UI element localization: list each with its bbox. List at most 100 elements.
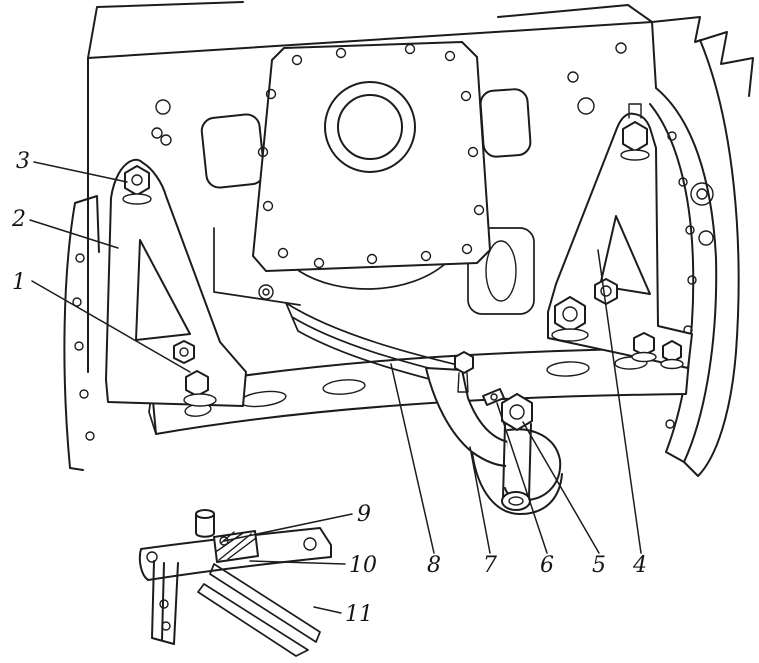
detail-bracket-hole (161, 621, 171, 631)
block-face-hole (160, 134, 172, 146)
flange-bolt-holes (257, 43, 485, 269)
housing-rim-hole (685, 225, 695, 235)
support-small-bolt (454, 351, 474, 374)
support-link-washer-center (490, 393, 498, 401)
flange-bolt-hole (366, 253, 378, 265)
support-pin-nut (501, 393, 533, 431)
support-small-bolt-shank (457, 372, 469, 393)
right-foot-washer-left (631, 351, 657, 363)
flange-bolt-hole (420, 250, 432, 262)
leader-line-8 (390, 363, 435, 554)
housing-boss-small (698, 230, 714, 246)
detail-clamp-assembly (138, 509, 332, 657)
support-arm-sweep-lines (285, 302, 467, 388)
center-support-assembly (425, 351, 563, 515)
leader-line-2 (29, 219, 119, 249)
housing-outer-edge (649, 87, 718, 463)
flange-bolt-hole (277, 247, 289, 259)
left-bracket-top-bolt-center (131, 174, 143, 186)
left-bracket-cutout (135, 239, 191, 341)
housing-boss (690, 182, 714, 206)
side-plate-hole (72, 297, 82, 307)
leader-line-9 (223, 513, 353, 542)
callout-11-label: 11 (345, 602, 373, 627)
flange-bolt-hole (257, 146, 269, 158)
leader-line-7 (469, 446, 491, 554)
bell-housing-bottom-curve (298, 263, 446, 290)
detail-plate-hole-right (303, 537, 317, 551)
right-bracket-cutout (599, 215, 651, 295)
left-bracket-foot-bolt-lower (185, 370, 209, 397)
detail-plate-hole-left (146, 551, 158, 563)
block-lower-opening (467, 227, 535, 315)
drawing (29, 1, 754, 657)
side-plate-hole (79, 389, 89, 399)
housing-rim-hole (665, 419, 675, 429)
right-foot-washer-right (660, 358, 684, 370)
right-bracket-top-bolt (622, 121, 648, 152)
housing-rim-hole (667, 131, 677, 141)
flange-bore-outer (324, 81, 416, 173)
leader-line-11 (313, 606, 342, 614)
right-bracket-top-bolt-shank (628, 103, 642, 119)
support-pin-nut-center (509, 404, 525, 420)
flange-bolt-hole (461, 243, 473, 255)
detail-bracket-hole (159, 599, 169, 609)
support-pin-bottom-center (508, 496, 524, 506)
housing-right-edge (683, 39, 740, 477)
flange-bolt-hole (473, 204, 485, 216)
center-flange-plate (252, 41, 491, 290)
callout-3-label: 3 (16, 149, 30, 174)
housing-broken-edge (651, 16, 754, 97)
leader-line-5 (522, 421, 600, 554)
flange-bolt-hole (265, 88, 277, 100)
left-bracket-foot-washer (183, 393, 217, 407)
opening-ellipse (485, 240, 517, 302)
right-foot-bolt-left (633, 332, 655, 356)
detail-wedge-hatching (216, 531, 257, 561)
left-bracket-top-washer (122, 193, 152, 205)
callout-10-label: 10 (349, 553, 377, 578)
flange-bolt-hole (291, 54, 303, 66)
callout-7-label: 7 (483, 553, 497, 578)
detail-wedge-bolt (219, 536, 229, 546)
leader-line-1 (31, 280, 191, 373)
leader-line-3 (33, 161, 128, 183)
right-bracket-second-bolt (594, 278, 618, 305)
block-face-hole (615, 42, 627, 54)
block-left-cutout (200, 113, 266, 189)
callout-5-label: 5 (592, 553, 606, 578)
support-arm-outline (425, 367, 509, 467)
flange-bolt-hole (444, 50, 456, 62)
flange-bolt-hole (313, 257, 325, 269)
flange-bolt-hole (467, 146, 479, 158)
detail-leaf-springs (197, 563, 321, 657)
flange-bolt-hole (404, 43, 416, 55)
block-face-hole (155, 99, 171, 115)
leader-line-10 (249, 560, 346, 565)
left-bracket-top-bolt (124, 165, 150, 196)
front-support-crossmember (148, 347, 691, 435)
ledge-boss (258, 284, 274, 300)
crossmember-slot (322, 379, 366, 395)
callout-1-label: 1 (12, 270, 26, 295)
flange-bore-inner (337, 94, 403, 160)
flange-bolt-hole (335, 47, 347, 59)
detail-bolt-cap (195, 509, 215, 519)
right-bracket-second-bolt-center (600, 285, 612, 297)
callout-labels: 1 2 3 4 5 6 7 8 9 10 11 (11, 149, 647, 627)
support-pin-bottom-cap (501, 491, 531, 511)
leader-line-4 (597, 249, 642, 554)
engine-block-outline (87, 1, 657, 373)
left-side-plate (63, 195, 100, 471)
callout-6-label: 6 (540, 553, 554, 578)
left-bracket-foot-bolt-upper-center (179, 347, 189, 357)
flange-bolt-hole (460, 90, 472, 102)
callout-9-label: 9 (357, 502, 371, 527)
leader-line-6 (496, 402, 548, 554)
right-bracket-top-washer (620, 149, 650, 161)
left-mounting-bracket (105, 158, 247, 407)
side-plate-outline (63, 195, 100, 471)
